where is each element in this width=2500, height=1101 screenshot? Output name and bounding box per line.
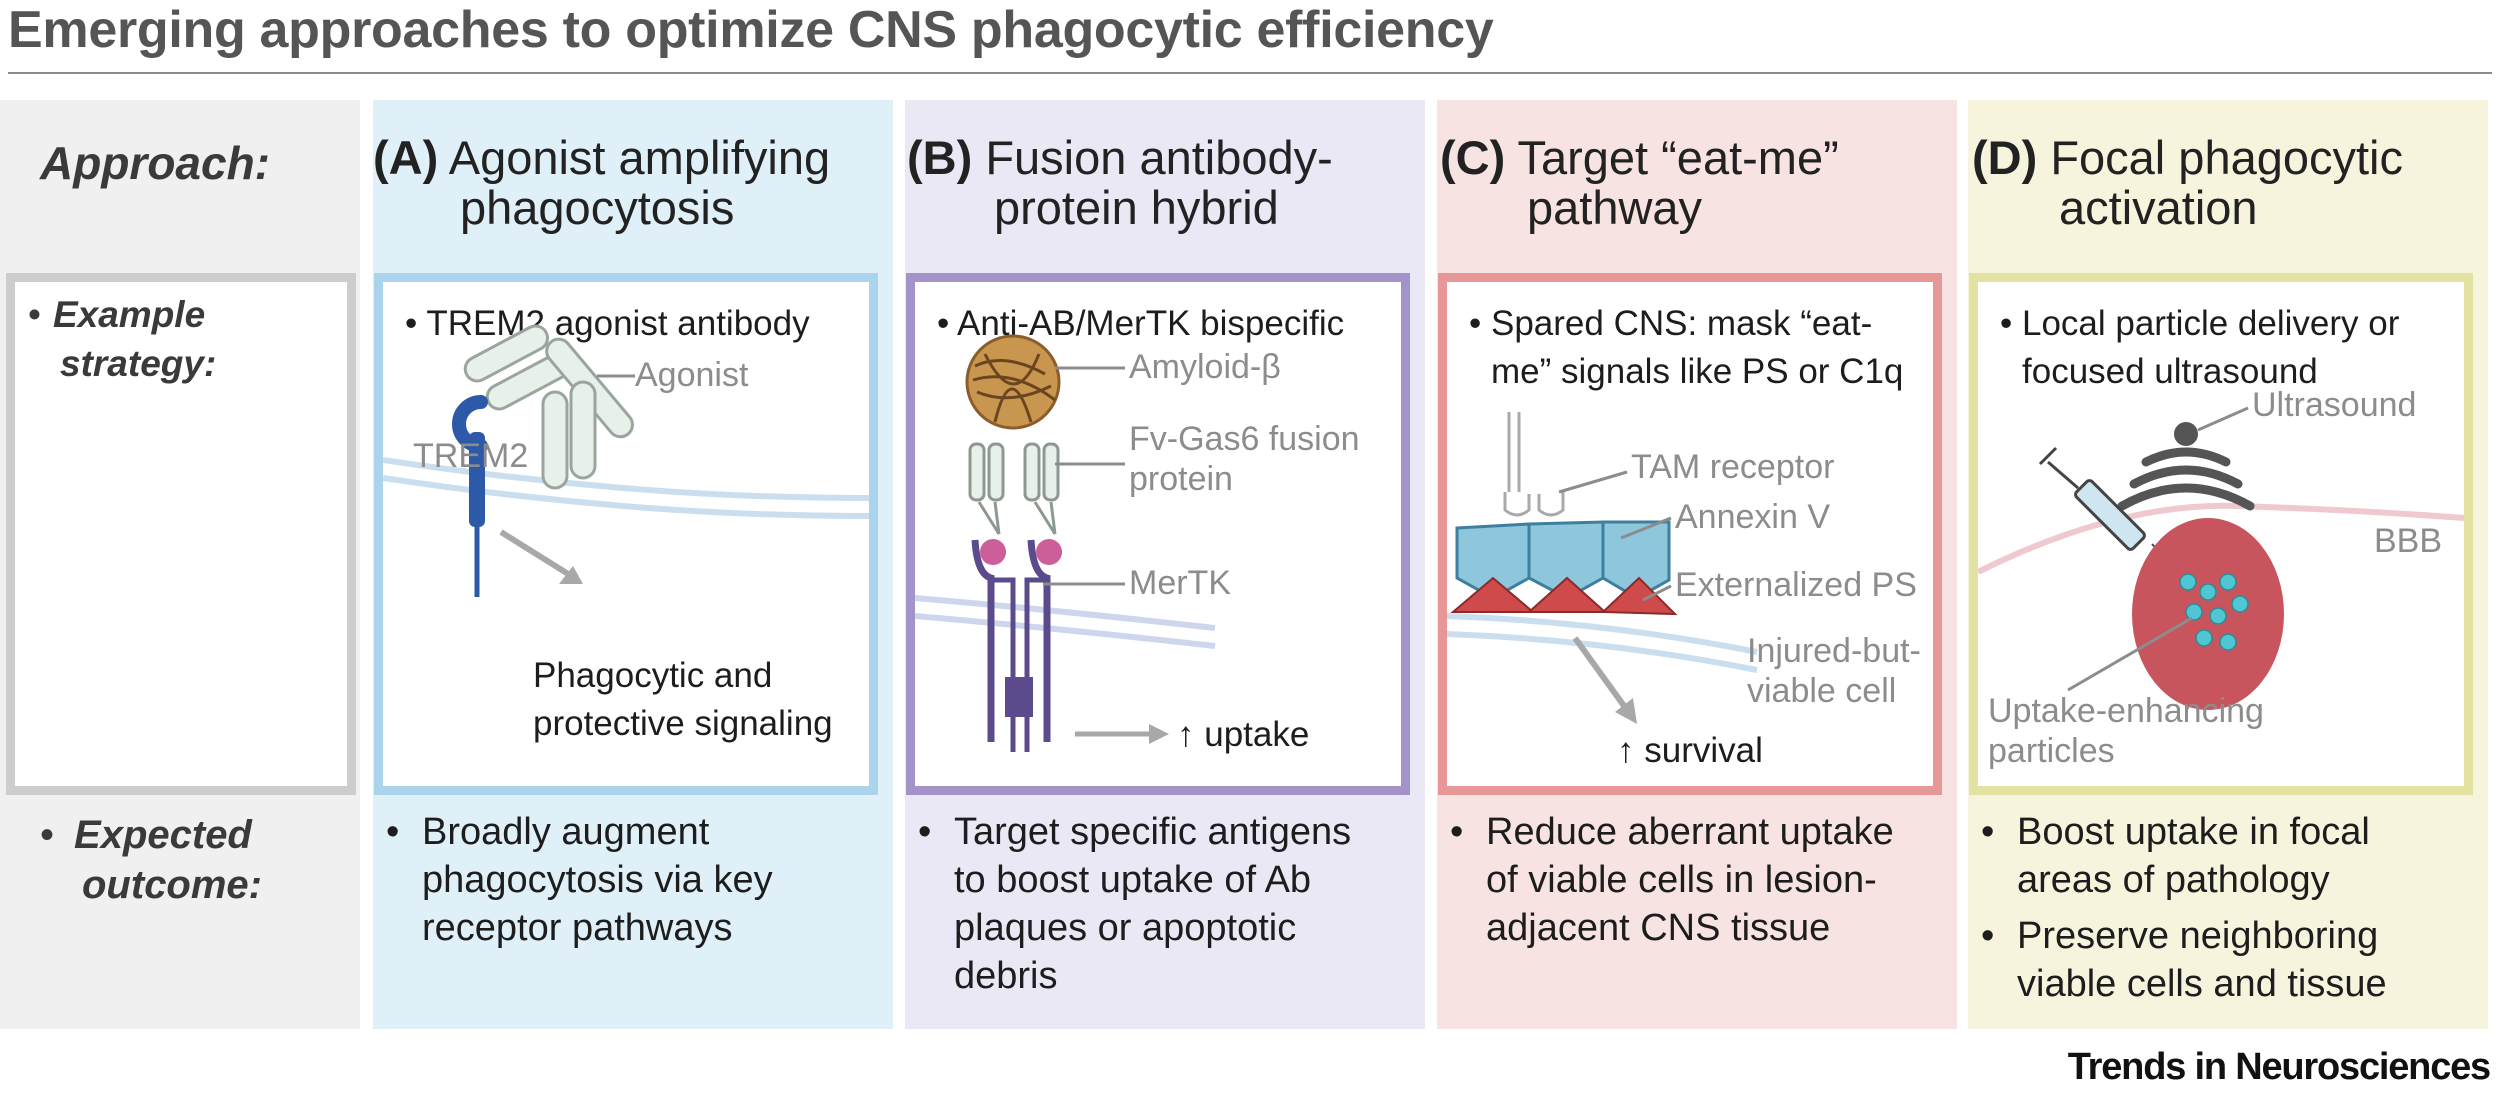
journal-brand: Trends in Neurosciences bbox=[2067, 1046, 2491, 1088]
outcome-d-item-2: Preserve neighboring viable cells and ti… bbox=[1971, 912, 2441, 1008]
panel-d-strategy: • Local particle delivery or focused ult… bbox=[2000, 304, 2400, 391]
signaling-label-line1: Phagocytic and bbox=[533, 656, 772, 695]
tam-label: TAM receptor bbox=[1631, 448, 1834, 486]
injured-label-line2: viable cell bbox=[1747, 672, 1896, 710]
injured-label-line1: Injured-but- bbox=[1747, 632, 1921, 670]
column-a-heading: (A) Agonist amplifying phagocytosis bbox=[373, 131, 831, 234]
ultrasound-icon bbox=[2117, 422, 2255, 511]
bbb-membrane bbox=[1978, 502, 2464, 575]
survival-label: ↑ survival bbox=[1617, 731, 1763, 770]
outcome-b-item: Target specific antigens to boost uptake… bbox=[908, 808, 1378, 1000]
panel-c-eat-me: • Spared CNS: mask “eat- me” signals lik… bbox=[1438, 273, 1942, 795]
tam-pointer bbox=[1558, 470, 1628, 494]
column-b-heading: (B) Fusion antibody- protein hybrid bbox=[907, 131, 1333, 234]
outcome-b: Target specific antigens to boost uptake… bbox=[908, 808, 1378, 1008]
ps-pointer bbox=[1642, 584, 1672, 602]
panel-a-trem2-agonist: • TREM2 agonist antibody Agonist TREM2 P… bbox=[374, 273, 878, 795]
outcome-a-item: Broadly augment phagocytosis via key rec… bbox=[376, 808, 846, 952]
outcome-c-item: Reduce aberrant uptake of viable cells i… bbox=[1440, 808, 1910, 952]
particles-label-line2: particles bbox=[1988, 732, 2115, 770]
bispecific-diagram: Amyloid-β Fv-Gas6 fusion protein MerTK ↑… bbox=[915, 334, 1360, 754]
column-d-heading: (D) Focal phagocytic activation bbox=[1972, 131, 2403, 234]
example-strategy-box bbox=[6, 273, 356, 795]
bbb-label: BBB bbox=[2374, 522, 2442, 560]
particles-label-line1: Uptake-enhancing bbox=[1988, 692, 2264, 730]
fusion-label-line1: Fv-Gas6 fusion bbox=[1129, 420, 1360, 458]
lesion-icon bbox=[2132, 518, 2284, 710]
annexin-label: Annexin V bbox=[1675, 498, 1830, 536]
uptake-label: ↑ uptake bbox=[1177, 715, 1309, 754]
fusion-protein-icon bbox=[968, 442, 1060, 535]
syringe-icon bbox=[2038, 446, 2185, 579]
trem2-agonist-diagram: Agonist TREM2 Phagocytic and protective … bbox=[383, 324, 869, 743]
fusion-label-line2: protein bbox=[1129, 460, 1233, 498]
panel-a-strategy: • TREM2 agonist antibody bbox=[405, 304, 810, 343]
membrane-b bbox=[915, 595, 1216, 631]
panel-d-focal-activation: • Local particle delivery or focused ult… bbox=[1969, 273, 2473, 795]
mertk-label: MerTK bbox=[1129, 564, 1231, 602]
example-strategy-label: •Example strategy: bbox=[28, 294, 217, 384]
outcome-d: Boost uptake in focal areas of pathology… bbox=[1971, 808, 2441, 1016]
annexin-pointer bbox=[1620, 516, 1672, 540]
externalized-ps-icon bbox=[1450, 576, 1678, 616]
annexin-v-icon bbox=[1455, 520, 1671, 600]
panel-c-strategy: • Spared CNS: mask “eat- me” signals lik… bbox=[1469, 304, 1904, 391]
membrane-c bbox=[1447, 613, 1758, 655]
agonist-antibody-icon bbox=[463, 324, 634, 490]
membrane-a bbox=[383, 457, 869, 501]
ultrasound-label: Ultrasound bbox=[2252, 386, 2416, 424]
survival-arrow bbox=[1572, 636, 1630, 712]
gas6-ligand-icon bbox=[980, 539, 1062, 565]
outcome-d-item-1: Boost uptake in focal areas of pathology bbox=[1971, 808, 2441, 904]
signaling-label-line2: protective signaling bbox=[533, 704, 833, 743]
title-divider bbox=[8, 72, 2492, 74]
figure-title: Emerging approaches to optimize CNS phag… bbox=[8, 1, 1494, 59]
column-c-heading: (C) Target “eat-me” pathway bbox=[1440, 131, 1839, 234]
tam-receptor-icon bbox=[1503, 412, 1565, 517]
expected-outcome-label: •Expected outcome: bbox=[40, 813, 262, 907]
approach-label: Approach: bbox=[40, 137, 270, 189]
trem2-label: TREM2 bbox=[413, 437, 528, 475]
particles-pointer bbox=[2067, 616, 2193, 692]
amyloid-label: Amyloid-β bbox=[1129, 348, 1281, 386]
outcome-c: Reduce aberrant uptake of viable cells i… bbox=[1440, 808, 1910, 960]
particles-icon bbox=[2179, 573, 2249, 651]
panel-b-bispecific: • Anti-AB/MerTK bispecific Amyloid-β Fv-… bbox=[906, 273, 1410, 795]
mertk-receptor-icon bbox=[971, 539, 1051, 752]
amyloid-beta-icon bbox=[965, 334, 1061, 430]
ps-label: Externalized PS bbox=[1675, 566, 1917, 604]
focal-activation-diagram: BBB Ultrasound Uptake-enhancing particle… bbox=[1978, 386, 2464, 770]
ultrasound-pointer bbox=[2197, 406, 2249, 432]
agonist-label: Agonist bbox=[635, 356, 749, 394]
eat-me-diagram: TAM receptor Annexin V Externalized PS I… bbox=[1447, 412, 1921, 770]
outcome-a: Broadly augment phagocytosis via key rec… bbox=[376, 808, 846, 960]
trem2-receptor-icon bbox=[452, 395, 488, 597]
signaling-arrow bbox=[499, 529, 575, 580]
